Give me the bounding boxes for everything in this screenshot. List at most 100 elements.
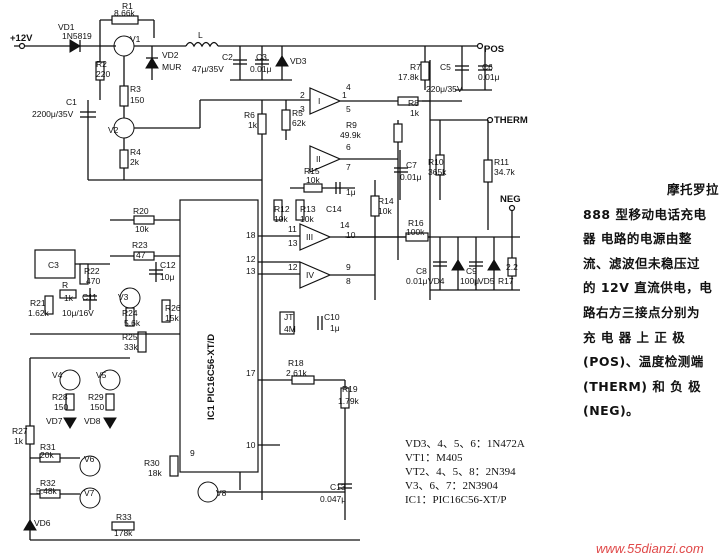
vd5-label: VD5 — [478, 276, 495, 286]
opamp-pin-4: 4 — [346, 82, 351, 92]
opamp-pin-6: 6 — [346, 142, 351, 152]
vd5-diode-symbol — [487, 259, 501, 271]
circuit-description: 摩托罗拉 888 型移动电话充电 器 电路的电源由整 流、滤波但未稳压过 的 1… — [583, 178, 719, 424]
input-voltage-label: +12V — [10, 33, 33, 44]
r4-value: 2k — [130, 157, 140, 167]
c2-label: C2 — [222, 52, 233, 62]
r22-resistor — [79, 263, 89, 285]
v8-transistor — [197, 481, 219, 503]
c6-value: 0.01μ — [478, 72, 500, 82]
opamp-pin-9: 9 — [346, 262, 351, 272]
r26-value: 15k — [165, 313, 179, 323]
pot-label: R — [62, 280, 68, 290]
r6-resistor — [257, 113, 267, 135]
pot-value: 1k — [64, 293, 74, 303]
c7-value: 0.01μ — [400, 172, 422, 182]
opamp-pin-3: 3 — [300, 104, 305, 114]
r11-resistor — [483, 159, 493, 183]
r25-label: R25 — [122, 332, 138, 342]
r23-value: 47 — [136, 250, 146, 260]
r3-resistor — [119, 85, 129, 107]
c11-label: C11 — [82, 292, 97, 302]
description-line: (NEG)。 — [583, 403, 640, 419]
vd2-value: MUR — [162, 62, 181, 72]
jt-value: 4M — [284, 324, 296, 334]
vd3-label: VD3 — [290, 56, 307, 66]
r15-resistor — [303, 183, 323, 193]
opamp-pin-8: 8 — [346, 276, 351, 286]
ic-pin-10: 10 — [246, 440, 256, 450]
r26-label: R26 — [165, 303, 181, 313]
r32-resistor — [39, 489, 61, 499]
c10-value: 1μ — [330, 323, 340, 333]
c11-value: 10μ/16V — [62, 308, 94, 318]
r33-value: 178k — [114, 528, 133, 538]
r26-resistor — [161, 299, 171, 323]
r30-value: 18k — [148, 468, 162, 478]
r8-resistor — [397, 96, 419, 106]
neg-terminal — [508, 204, 516, 212]
r20-resistor — [133, 215, 155, 225]
description-line: 的 12V 直流供电，电 — [583, 280, 713, 296]
vd2-diode-symbol — [145, 57, 159, 69]
opamp-iii — [299, 223, 332, 251]
v1-label: V1 — [130, 34, 141, 44]
inductor-l — [185, 41, 219, 48]
vd8-led-symbol — [103, 417, 117, 429]
opamp-pin-13: 13 — [288, 238, 298, 248]
description-line: 流、滤波但未稳压过 — [583, 255, 701, 271]
r3-label: R3 — [130, 84, 141, 94]
c3-label: C3 — [256, 52, 267, 62]
r17-label: R17 — [498, 276, 514, 286]
c6-label: C6 — [482, 62, 493, 72]
r28-resistor — [65, 393, 75, 411]
c13-label: C13 — [330, 482, 346, 492]
r32-label: R32 — [40, 478, 56, 488]
vd7-label: VD7 — [46, 416, 63, 426]
vd3-diode-symbol — [275, 55, 289, 67]
c7-label: C7 — [406, 160, 417, 170]
r24-value: 5.6k — [124, 318, 141, 328]
description-line: 路右方三接点分别为 — [583, 304, 701, 320]
r12-value: 10k — [274, 214, 288, 224]
r30-resistor — [169, 455, 179, 477]
r9-resistor — [393, 123, 403, 143]
r2-value: 220 — [96, 69, 110, 79]
r25-resistor — [137, 331, 147, 353]
r17-resistor — [507, 257, 517, 277]
r10-resistor — [435, 154, 445, 176]
opamp-pin-10: 10 — [346, 230, 356, 240]
opamp-ii — [309, 145, 342, 173]
r6-value: 1k — [248, 120, 258, 130]
r13-label: R13 — [300, 204, 316, 214]
description-line: (THERM) 和 负 极 — [583, 378, 702, 394]
r15-label: R15 — [304, 166, 320, 176]
ic-pin-9: 9 — [190, 448, 195, 458]
r18-label: R18 — [288, 358, 304, 368]
vd6-label: VD6 — [34, 518, 51, 528]
r31-resistor — [39, 453, 61, 463]
c5-label: C5 — [440, 62, 451, 72]
r33-label: R33 — [116, 512, 132, 522]
therm-label: THERM — [494, 115, 528, 126]
vd6-diode-symbol — [23, 519, 37, 531]
vd1-label: VD1 — [58, 22, 75, 32]
opamp-pin-12: 12 — [288, 262, 298, 272]
r7-resistor — [420, 61, 430, 81]
r29-value: 150 — [90, 402, 104, 412]
r9-label: R9 — [346, 120, 357, 130]
r27-label: R27 — [12, 426, 28, 436]
c1-value: 2200μ/35V — [32, 109, 74, 119]
pos-terminal — [476, 42, 484, 50]
ic-pin-13: 13 — [246, 266, 256, 276]
ic-pin-18: 18 — [246, 230, 256, 240]
opamp-pin-5: 5 — [346, 104, 351, 114]
r18-value: 2.61k — [286, 368, 308, 378]
neg-label: NEG — [500, 194, 521, 205]
c8-value: 0.01μ — [406, 276, 428, 286]
r5-value: 62k — [292, 118, 306, 128]
v6-label: V6 — [84, 454, 95, 464]
v4-transistor — [59, 369, 81, 391]
r19-value: 1.79k — [338, 396, 360, 406]
opamp-pin-1: 1 — [342, 90, 347, 100]
